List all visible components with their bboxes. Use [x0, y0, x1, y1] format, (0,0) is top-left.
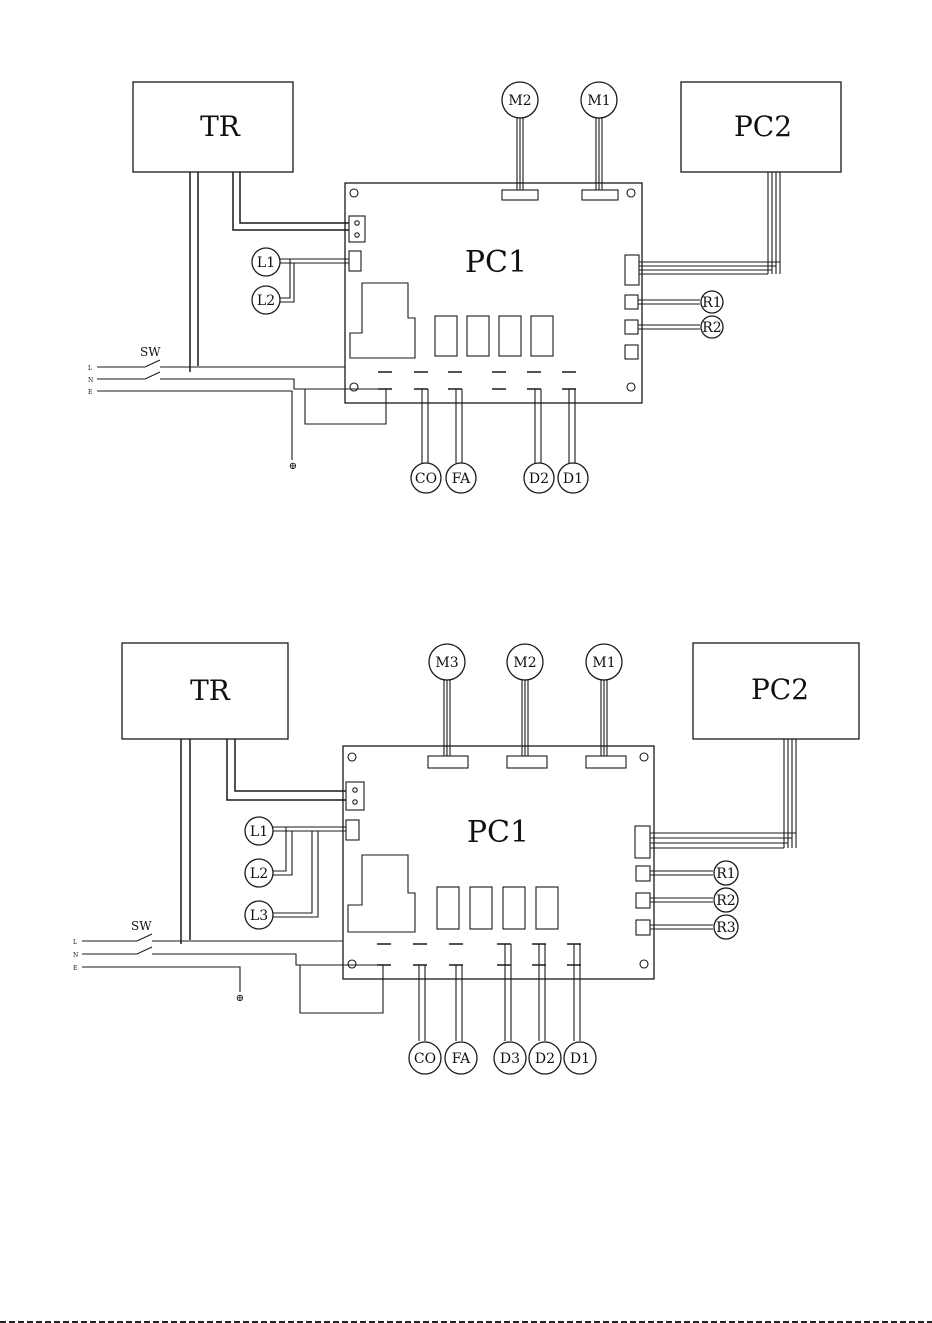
- motor-m1-label: M1: [592, 655, 615, 671]
- motor-m2-label: M2: [508, 93, 531, 109]
- supply-n-label: N: [88, 377, 93, 384]
- relay-r1: R1: [714, 861, 738, 885]
- inductor-l2: L2: [245, 859, 273, 887]
- relay-r3: R3: [714, 915, 738, 939]
- supply-e-label: E: [73, 965, 77, 972]
- inductor-l1: L1: [245, 817, 273, 845]
- load-co-label: CO: [415, 471, 437, 487]
- relay-r2: R2: [701, 316, 723, 338]
- inductor-l2-label: L2: [257, 293, 275, 309]
- motor-m2: M2: [502, 82, 538, 118]
- inductor-l2-label: L2: [250, 866, 268, 882]
- load-d2: D2: [529, 1042, 561, 1074]
- load-fa: FA: [445, 1042, 477, 1074]
- switch-line-l: [97, 360, 345, 367]
- load-d1-label: D1: [563, 471, 583, 487]
- motor-m1: M1: [586, 644, 622, 680]
- secondary-board-label: PC2: [751, 673, 809, 706]
- relay-r1: R1: [701, 291, 723, 313]
- load-d2-label: D2: [529, 471, 549, 487]
- main-board: [345, 183, 642, 403]
- load-d3-label: D3: [500, 1051, 520, 1067]
- inductor-l1-label: L1: [250, 824, 268, 840]
- motor-m2: M2: [507, 644, 543, 680]
- motor-m1-label: M1: [587, 93, 610, 109]
- relay-r2-label: R2: [702, 320, 721, 336]
- wiring-diagram-top: TR PC2 PC1 M2: [88, 82, 841, 493]
- wiring-diagram-bottom: TR PC2 PC1 M3: [73, 643, 859, 1074]
- load-fa-label: FA: [452, 471, 471, 487]
- load-d1: D1: [564, 1042, 596, 1074]
- main-board-label: PC1: [465, 245, 527, 280]
- relay-r2-label: R2: [716, 893, 735, 909]
- inductor-l2: L2: [252, 286, 280, 314]
- motor-m1: M1: [581, 82, 617, 118]
- relay-r1-label: R1: [702, 295, 721, 311]
- switch-line-n: [97, 372, 380, 389]
- transformer-label: TR: [190, 674, 231, 707]
- load-d3: D3: [494, 1042, 526, 1074]
- switch-line-l: [82, 934, 343, 941]
- switch-label: SW: [140, 345, 161, 359]
- relay-r1-label: R1: [716, 866, 735, 882]
- main-board-label: PC1: [467, 815, 529, 850]
- inductor-l3: L3: [245, 901, 273, 929]
- svg-text:⊕: ⊕: [236, 993, 244, 1004]
- load-fa: FA: [446, 463, 476, 493]
- load-fa-label: FA: [452, 1051, 471, 1067]
- transformer-label: TR: [200, 110, 241, 143]
- inductor-l1-label: L1: [257, 255, 275, 271]
- supply-n-label: N: [73, 952, 78, 959]
- switch-label: SW: [131, 919, 152, 933]
- earth-line: [82, 967, 240, 992]
- motor-m3-label: M3: [435, 655, 458, 671]
- motor-m3: M3: [429, 644, 465, 680]
- relay-r2: R2: [714, 888, 738, 912]
- relay-r3-label: R3: [716, 920, 735, 936]
- supply-l-label: L: [73, 939, 77, 946]
- svg-text:⊕: ⊕: [289, 461, 297, 472]
- load-co: CO: [411, 463, 441, 493]
- supply-e-label: E: [88, 389, 92, 396]
- switch-line-n: [82, 947, 377, 965]
- load-co-label: CO: [414, 1051, 436, 1067]
- ground-icon: ⊕: [289, 461, 297, 472]
- load-d1-label: D1: [570, 1051, 590, 1067]
- motor-m2-label: M2: [513, 655, 536, 671]
- load-d2: D2: [524, 463, 554, 493]
- inductor-l1: L1: [252, 248, 280, 276]
- ground-icon: ⊕: [236, 993, 244, 1004]
- load-d1: D1: [558, 463, 588, 493]
- secondary-board-label: PC2: [734, 110, 792, 143]
- load-co: CO: [409, 1042, 441, 1074]
- earth-line: [97, 391, 292, 460]
- load-d2-label: D2: [535, 1051, 555, 1067]
- supply-l-label: L: [88, 365, 92, 372]
- inductor-l3-label: L3: [250, 908, 268, 924]
